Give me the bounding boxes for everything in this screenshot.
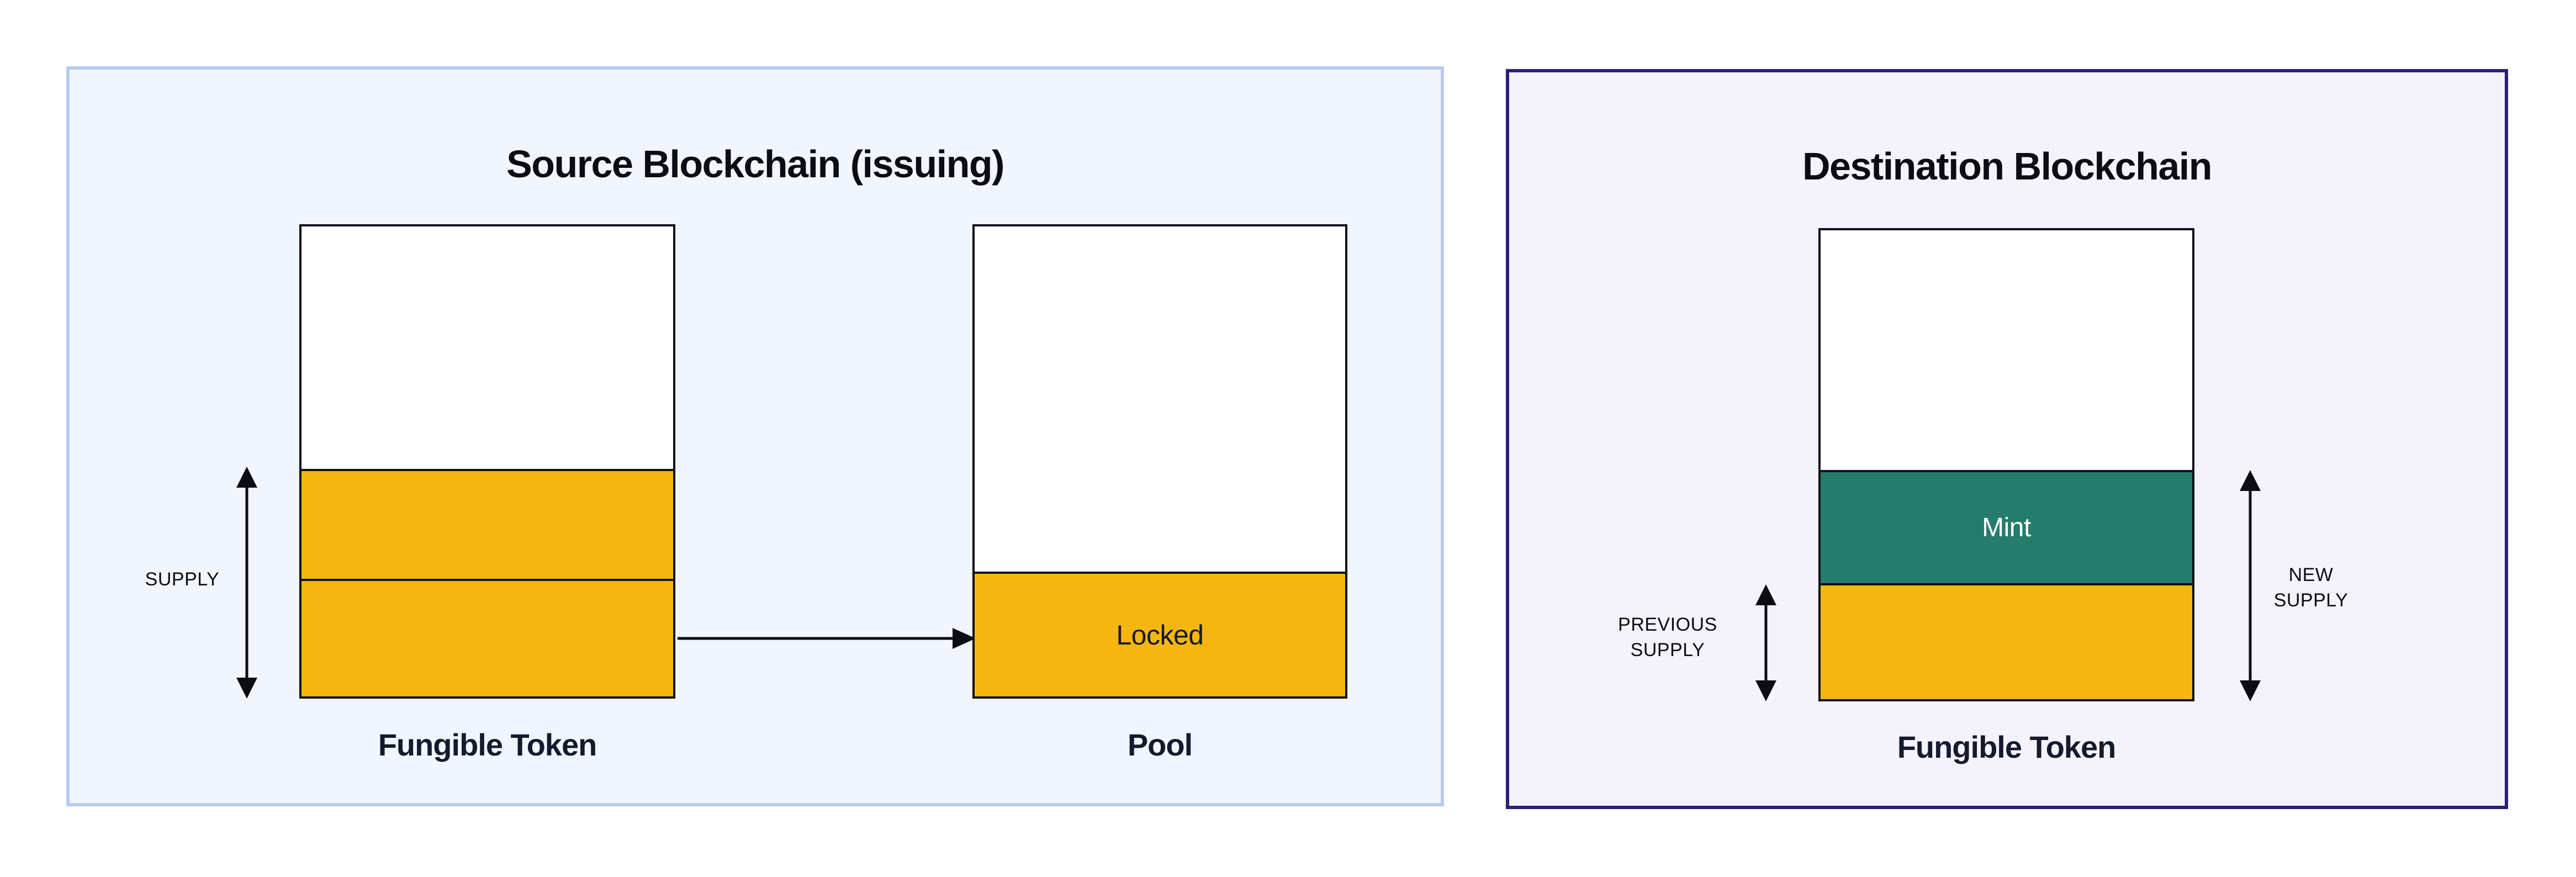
source-fungible-token-label: Fungible Token: [378, 727, 597, 762]
source-token-supply-lower-segment: [301, 579, 673, 696]
source-pool-box: Locked: [972, 224, 1347, 699]
pool-locked-segment: Locked: [975, 572, 1345, 696]
source-fungible-token-box: [299, 224, 675, 699]
locked-label: Locked: [1116, 620, 1204, 651]
destination-panel-title: Destination Blockchain: [1802, 144, 2213, 188]
pool-label: Pool: [1127, 727, 1193, 762]
new-supply-label: NEW SUPPLY: [2273, 564, 2348, 611]
pool-empty-area: [975, 226, 1345, 572]
source-blockchain-panel: Source Blockchain (issuing) SUPPLY Locke…: [66, 66, 1444, 806]
destination-token-previous-supply-segment: [1821, 583, 2192, 699]
source-token-unissued-area: [301, 226, 673, 469]
source-token-supply-upper-segment: [301, 469, 673, 579]
previous-supply-range-arrow-icon: [1755, 584, 1776, 701]
mint-label: Mint: [1982, 513, 2031, 542]
destination-token-unissued-area: [1821, 230, 2192, 470]
previous-supply-label: PREVIOUS SUPPLY: [1618, 614, 1717, 661]
supply-label: SUPPLY: [145, 569, 220, 590]
destination-blockchain-panel: Destination Blockchain Mint PREVIOUS SUP…: [1506, 69, 2508, 809]
new-supply-range-arrow-icon: [2240, 470, 2261, 701]
lock-transfer-arrow-icon: [678, 628, 976, 649]
destination-fungible-token-box: Mint: [1818, 228, 2194, 701]
destination-token-mint-segment: Mint: [1821, 470, 2192, 583]
destination-fungible-token-label: Fungible Token: [1897, 730, 2117, 764]
supply-range-arrow-icon: [236, 467, 257, 699]
source-panel-title: Source Blockchain (issuing): [506, 142, 1004, 186]
